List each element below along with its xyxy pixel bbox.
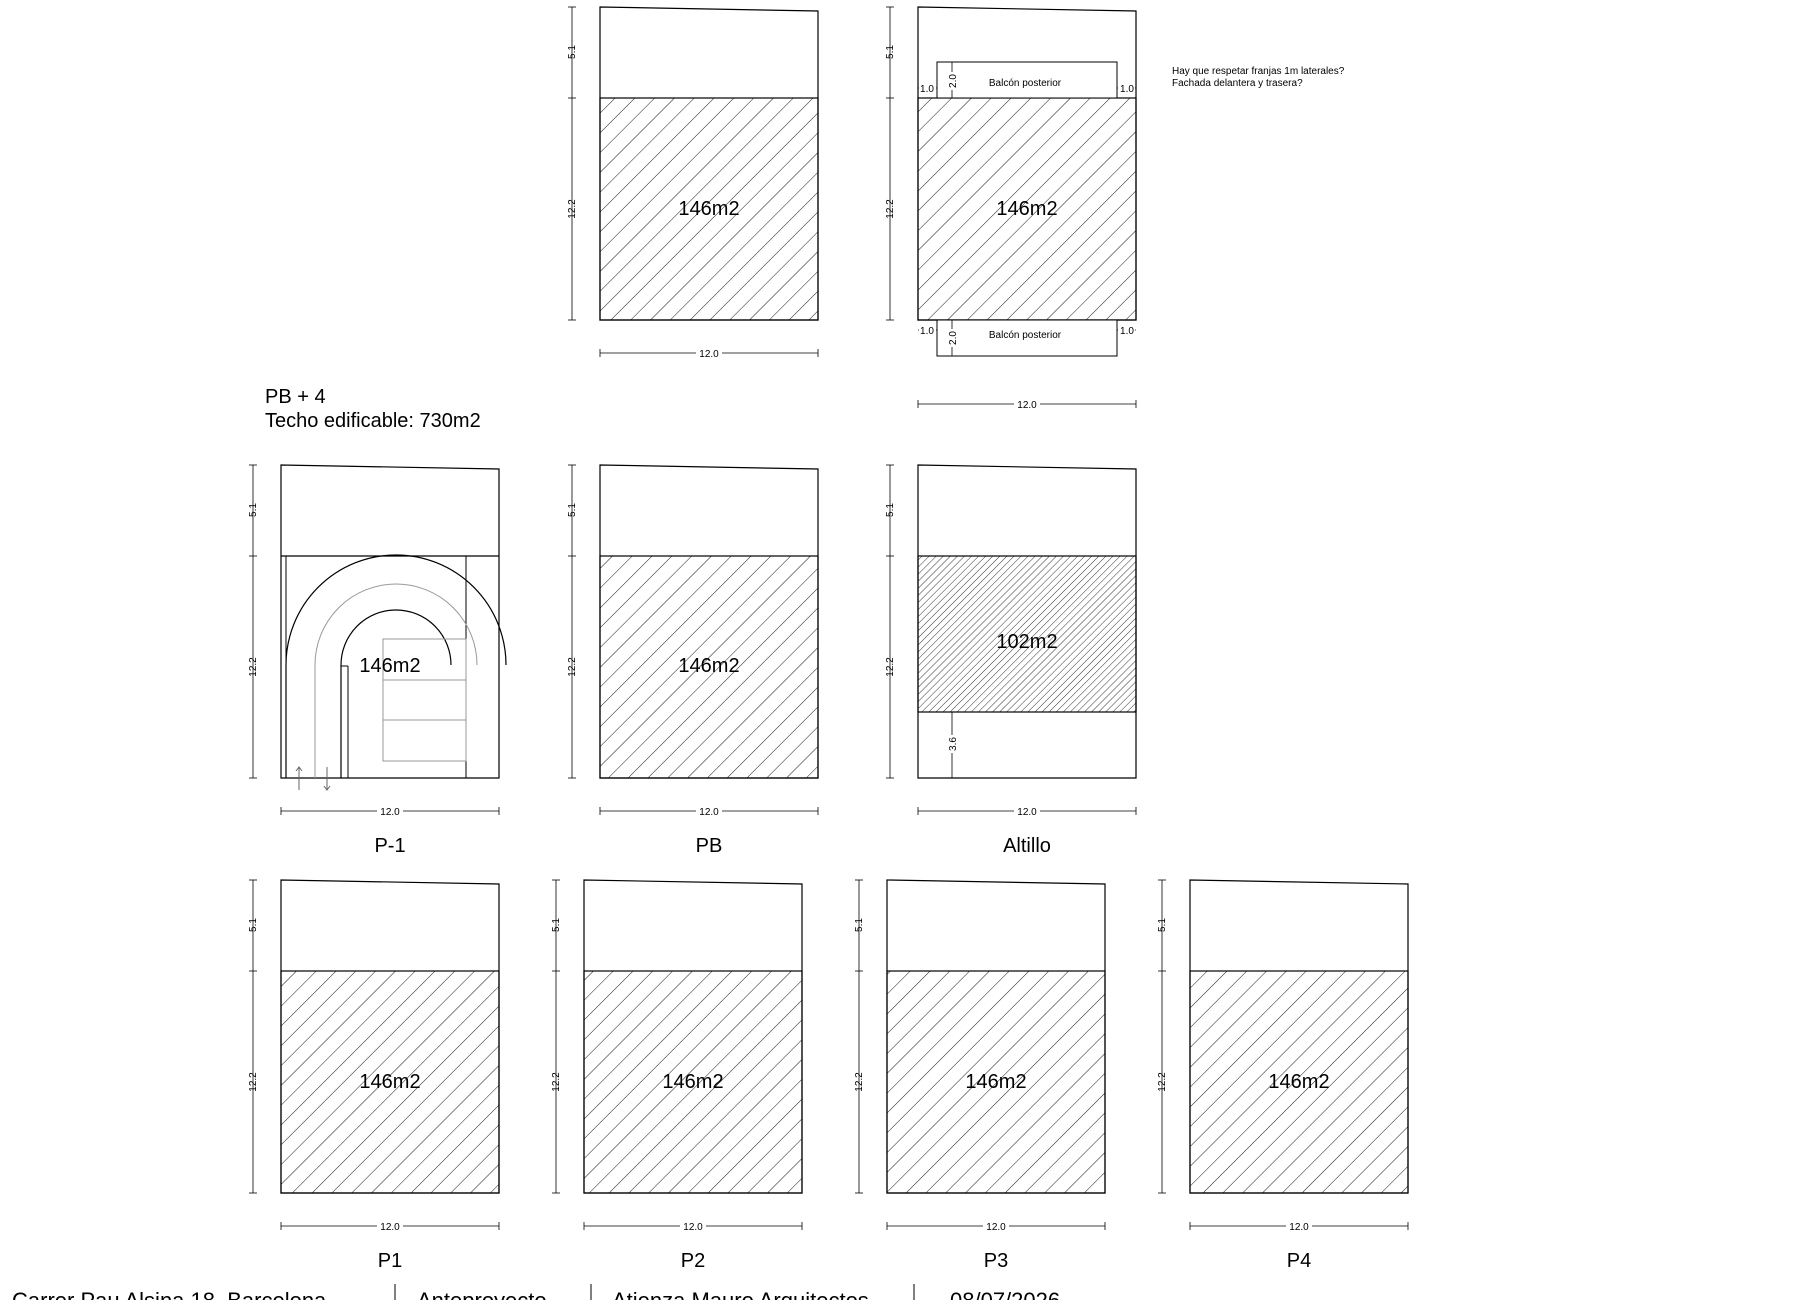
dim-front-depth: 5.1 <box>248 918 259 932</box>
plan-pb: 146m2 5.1 12.2 12.0 PB <box>567 464 819 857</box>
dim-front-depth: 5.1 <box>854 918 865 932</box>
dim-width: 12.0 <box>699 349 719 360</box>
rear-balcony-bottom <box>936 319 1118 357</box>
title-block: Carrer Pau Alsina 18, Barcelona Anteproy… <box>12 1284 1060 1300</box>
dim-side-margin: 1.0 <box>1120 84 1134 95</box>
plan-p3: 146m2 5.1 12.2 12.0 P3 <box>854 879 1106 1272</box>
dimension-vertical <box>249 464 257 779</box>
area-label: 146m2 <box>1268 1071 1329 1093</box>
dim-altillo-gap: 3.6 <box>948 737 959 751</box>
summary-buildable-area: Techo edificable: 730m2 <box>265 410 481 432</box>
dim-built-depth: 12.2 <box>248 657 259 677</box>
plan-label: P4 <box>1287 1250 1311 1272</box>
area-label: 146m2 <box>359 655 420 677</box>
dimension-vertical <box>568 464 576 779</box>
dim-width: 12.0 <box>380 807 400 818</box>
dim-built-depth: 12.2 <box>567 657 578 677</box>
area-label: 146m2 <box>678 655 739 677</box>
plan-label: P2 <box>681 1250 705 1272</box>
dim-built-depth: 12.2 <box>1157 1072 1168 1092</box>
footer-address: Carrer Pau Alsina 18, Barcelona <box>12 1288 327 1300</box>
dimension-vertical <box>568 6 576 321</box>
area-label: 146m2 <box>996 198 1057 220</box>
dim-front-depth: 5.1 <box>885 503 896 517</box>
dim-width: 12.0 <box>986 1222 1006 1233</box>
plan-label: Altillo <box>1003 835 1051 857</box>
summary-floors: PB + 4 <box>265 386 326 408</box>
plan-top-a: 146m2 5.1 12.2 12.0 <box>567 6 819 360</box>
rear-balcony-top <box>936 61 1118 99</box>
dim-front-depth: 5.1 <box>567 503 578 517</box>
footer-date: 08/07/2026 <box>950 1288 1060 1300</box>
dimension-vertical <box>855 879 863 1194</box>
plan-label: P-1 <box>374 835 405 857</box>
plan-p-minus-1: 146m2 5.1 12.2 12.0 P-1 <box>248 464 507 857</box>
footer-studio: Atienza Mauro Arquitectos <box>612 1288 869 1300</box>
dimension-vertical <box>552 879 560 1194</box>
area-label: 146m2 <box>678 198 739 220</box>
area-label: 146m2 <box>359 1071 420 1093</box>
dimension-vertical <box>1158 879 1166 1194</box>
dim-width: 12.0 <box>699 807 719 818</box>
dim-balcony-depth: 2.0 <box>948 74 959 88</box>
dim-built-depth: 12.2 <box>551 1072 562 1092</box>
dim-front-depth: 5.1 <box>885 45 896 59</box>
dim-width: 12.0 <box>1289 1222 1309 1233</box>
plan-label: PB <box>696 835 723 857</box>
footer-phase: Anteproyecto <box>417 1288 547 1300</box>
question-note-line1: Hay que respetar franjas 1m laterales? <box>1172 66 1345 77</box>
plan-p1: 146m2 5.1 12.2 12.0 P1 <box>248 879 500 1272</box>
plan-p4: 146m2 5.1 12.2 12.0 P4 <box>1157 879 1409 1272</box>
area-label: 146m2 <box>662 1071 723 1093</box>
parking-ramp <box>285 554 507 790</box>
dim-front-depth: 5.1 <box>248 503 259 517</box>
dimension-vertical <box>249 879 257 1194</box>
dim-built-depth: 12.2 <box>885 199 896 219</box>
area-label: 102m2 <box>996 631 1057 653</box>
dim-front-depth: 5.1 <box>1157 918 1168 932</box>
question-note-line2: Fachada delantera y trasera? <box>1172 78 1303 89</box>
dim-built-depth: 12.2 <box>885 657 896 677</box>
dim-front-depth: 5.1 <box>567 45 578 59</box>
plan-altillo: 102m2 3.6 5.1 12.2 12.0 Altillo <box>885 464 1137 857</box>
balcony-label-top: Balcón posterior <box>989 78 1062 89</box>
dim-width: 12.0 <box>683 1222 703 1233</box>
dim-built-depth: 12.2 <box>854 1072 865 1092</box>
dim-built-depth: 12.2 <box>567 199 578 219</box>
dim-width: 12.0 <box>1017 400 1037 411</box>
dim-side-margin: 1.0 <box>1120 326 1134 337</box>
dimension-vertical <box>886 6 894 321</box>
dim-balcony-depth: 2.0 <box>948 331 959 345</box>
plan-p2: 146m2 5.1 12.2 12.0 P2 <box>551 879 803 1272</box>
dim-side-margin: 1.0 <box>920 84 934 95</box>
dim-built-depth: 12.2 <box>248 1072 259 1092</box>
dim-width: 12.0 <box>1017 807 1037 818</box>
plan-top-b: 146m2 Balcón posterior Balcón posterior … <box>885 6 1137 411</box>
plan-label: P3 <box>984 1250 1008 1272</box>
dim-side-margin: 1.0 <box>920 326 934 337</box>
dim-front-depth: 5.1 <box>551 918 562 932</box>
dimension-vertical <box>886 464 894 779</box>
dim-width: 12.0 <box>380 1222 400 1233</box>
area-label: 146m2 <box>965 1071 1026 1093</box>
balcony-label-bottom: Balcón posterior <box>989 330 1062 341</box>
plan-label: P1 <box>378 1250 402 1272</box>
